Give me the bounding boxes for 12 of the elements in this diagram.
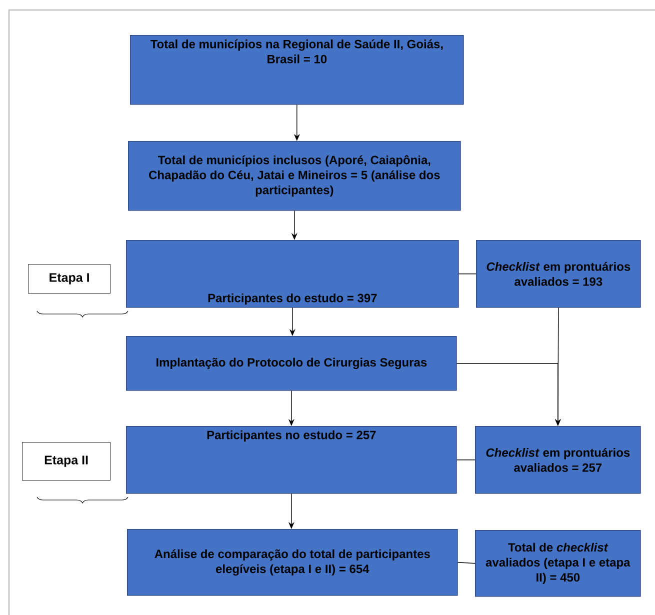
process-box: Checklist em prontuários avaliados = 193 — [476, 240, 641, 308]
process-box: Participantes no estudo = 257 — [126, 426, 457, 494]
connector-line — [457, 562, 476, 564]
process-box: Checklist em prontuários avaliados = 257 — [475, 426, 641, 494]
stage-label-box: Etapa II — [22, 442, 111, 481]
process-box: Total de checklist avaliados (etapa I e etapa II) = 450 — [475, 530, 641, 597]
process-box: Implantação do Protocolo de Cirurgias Seguras — [126, 336, 457, 391]
process-box: Total de municípios inclusos (Aporé, Caiapônia, Chapadão do Céu, Jatai e Mineiros = 5 (análise dos participantes) — [128, 141, 461, 211]
process-box: Total de municípios na Regional de Saúde II, Goiás, Brasil = 10 — [130, 35, 464, 105]
process-box: Análise de comparação do total de participantes elegíveis (etapa I e II) = 654 — [127, 529, 458, 596]
stage-label-box: Etapa I — [28, 264, 111, 294]
process-box: Participantes do estudo = 397 — [126, 240, 459, 308]
